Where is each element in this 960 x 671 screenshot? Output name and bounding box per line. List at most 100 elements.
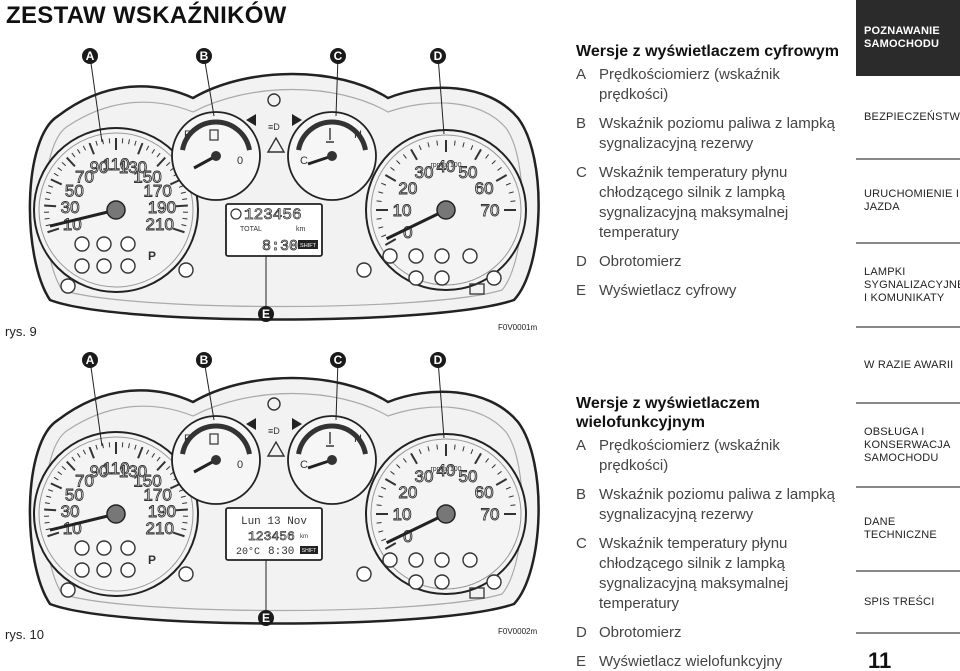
speedometer-tick: [182, 217, 188, 220]
tachometer-tick: [410, 148, 418, 161]
item-letter: D: [576, 253, 587, 270]
item-text: Obrotomierz: [599, 253, 682, 270]
tachometer-tick: [436, 140, 439, 146]
speedometer-tick: [182, 198, 188, 201]
speedometer-tick: [44, 217, 50, 220]
temp-gauge-scale: [296, 119, 368, 151]
temp-label-cold: C: [300, 155, 308, 167]
tachometer-tick: [378, 226, 384, 229]
callout-marker: [82, 352, 98, 368]
item-letter: D: [576, 624, 587, 641]
speedometer-tick: [156, 460, 167, 471]
speedometer-tick: [50, 482, 63, 490]
fuel-pump-icon: [209, 129, 219, 141]
speedometer-tick-label: 70: [75, 471, 94, 490]
callout-leader-line: [203, 55, 215, 117]
speedometer-tick: [128, 139, 130, 145]
speedometer-tick-label: 130: [119, 158, 147, 177]
warning-lamp-icon: [74, 540, 90, 556]
callout-leader-line: [335, 55, 339, 117]
tachometer-unit: rpm x 100: [430, 466, 461, 473]
park-assist-icon: P: [148, 249, 156, 263]
tachometer-bezel: [370, 134, 522, 286]
warning-lamp-icon: [408, 270, 424, 286]
fuel-pump-icon: [209, 433, 219, 445]
callout-letter: D: [434, 49, 443, 63]
speedometer-tick: [181, 224, 187, 227]
tab-spis-tresci[interactable]: SPIS TREŚCI: [856, 572, 960, 634]
tachometer-tick: [427, 446, 430, 452]
warning-lamp-icon: [74, 562, 90, 578]
tachometer-tick: [402, 458, 407, 463]
coolant-temperature-icon: [326, 128, 334, 143]
callout-letter: A: [86, 49, 95, 63]
warning-lamp-icon: [462, 248, 478, 264]
callout-letter: D: [434, 353, 443, 367]
tachometer-tick: [418, 145, 422, 151]
shift-indicator: [298, 240, 318, 249]
warning-lamp-icon: [434, 270, 450, 286]
display-unit: km: [300, 534, 308, 540]
callout-marker: [82, 48, 98, 64]
tachometer-tick-label: 50: [459, 467, 478, 486]
tachometer-tick-label: 70: [481, 201, 500, 220]
callout-marker: [196, 352, 212, 368]
display-odometer: 123456: [248, 529, 295, 544]
tachometer-unit: rpm x 100: [430, 162, 461, 169]
tachometer-tick: [462, 446, 465, 452]
tachometer-tick: [384, 542, 397, 550]
speedometer-tick: [48, 489, 54, 492]
display-date: Lun 13 Nov: [241, 516, 307, 528]
tachometer-tick: [491, 160, 496, 165]
tab-dane-techniczne[interactable]: DANE TECHNICZNE: [856, 488, 960, 572]
sidelights-icon: ≡D: [268, 122, 280, 132]
speedometer-tick-label: 110: [102, 459, 129, 478]
speedometer-tick: [156, 152, 161, 158]
tab-w-razie-awarii[interactable]: W RAZIE AWARII: [856, 328, 960, 404]
callout-leader-line: [437, 55, 445, 135]
speedometer-tick: [47, 531, 60, 538]
speedometer-tick-label: 50: [65, 181, 84, 200]
speedometer-tick-label: 30: [61, 502, 80, 521]
display-clock: 8:30: [268, 546, 294, 558]
speedometer-tick: [44, 204, 57, 208]
speedometer-tick: [44, 198, 50, 201]
tachometer-tick-label: 0: [403, 223, 412, 242]
item-text: Prędkościomierz (wskaźnik prędkości): [599, 437, 780, 474]
tachometer-tick: [485, 154, 490, 159]
warning-lamp-icon: [486, 270, 502, 286]
item-letter: B: [576, 115, 587, 132]
tab-obsluga-i-konserwacja[interactable]: OBSŁUGA I KONSERWACJA SAMOCHODU: [856, 404, 960, 488]
tachometer-tick: [378, 495, 384, 498]
warning-lamp-icon: [120, 236, 136, 252]
callout-leader-line: [437, 359, 445, 439]
fuel-gauge-scale: [180, 423, 252, 455]
display-temperature: 20°C: [236, 546, 260, 558]
tachometer-tick-label: 0: [403, 527, 412, 546]
cluster-inner-rim: [44, 89, 523, 308]
tab-poznawanie-samochodu[interactable]: POZNAWANIE SAMOCHODU: [856, 0, 960, 76]
tachometer-tick: [378, 530, 384, 533]
speedometer-tick: [180, 191, 186, 194]
callout-leader-line: [335, 359, 339, 421]
tachometer-tick: [495, 478, 508, 486]
speedometer-tick: [65, 156, 76, 167]
warning-lamp-icon: [382, 552, 398, 568]
speedometer-tick: [82, 145, 87, 151]
item-text: Wskaźnik poziomu paliwa z lampką sygnali…: [599, 486, 835, 523]
tab-lampki-sygnalizacyjne[interactable]: LAMPKI SYGNALIZACYJNE I KOMUNIKATY: [856, 244, 960, 328]
fuel-gauge-scale: [180, 119, 252, 151]
chapter-sidebar: POZNAWANIE SAMOCHODU BEZPIECZEŃSTWO URUC…: [856, 0, 960, 671]
speedometer-tick: [145, 145, 150, 151]
callout-leader-line: [89, 359, 103, 447]
speedometer-tick: [145, 449, 150, 455]
tachometer-tick: [381, 486, 387, 490]
tab-bezpieczenstwo[interactable]: BEZPIECZEŃSTWO: [856, 76, 960, 160]
tab-uruchomienie-i-jazda[interactable]: URUCHOMIENIE I JAZDA: [856, 160, 960, 244]
speedometer-tick-label: 190: [148, 198, 176, 217]
warning-lamp-icon: [408, 248, 424, 264]
